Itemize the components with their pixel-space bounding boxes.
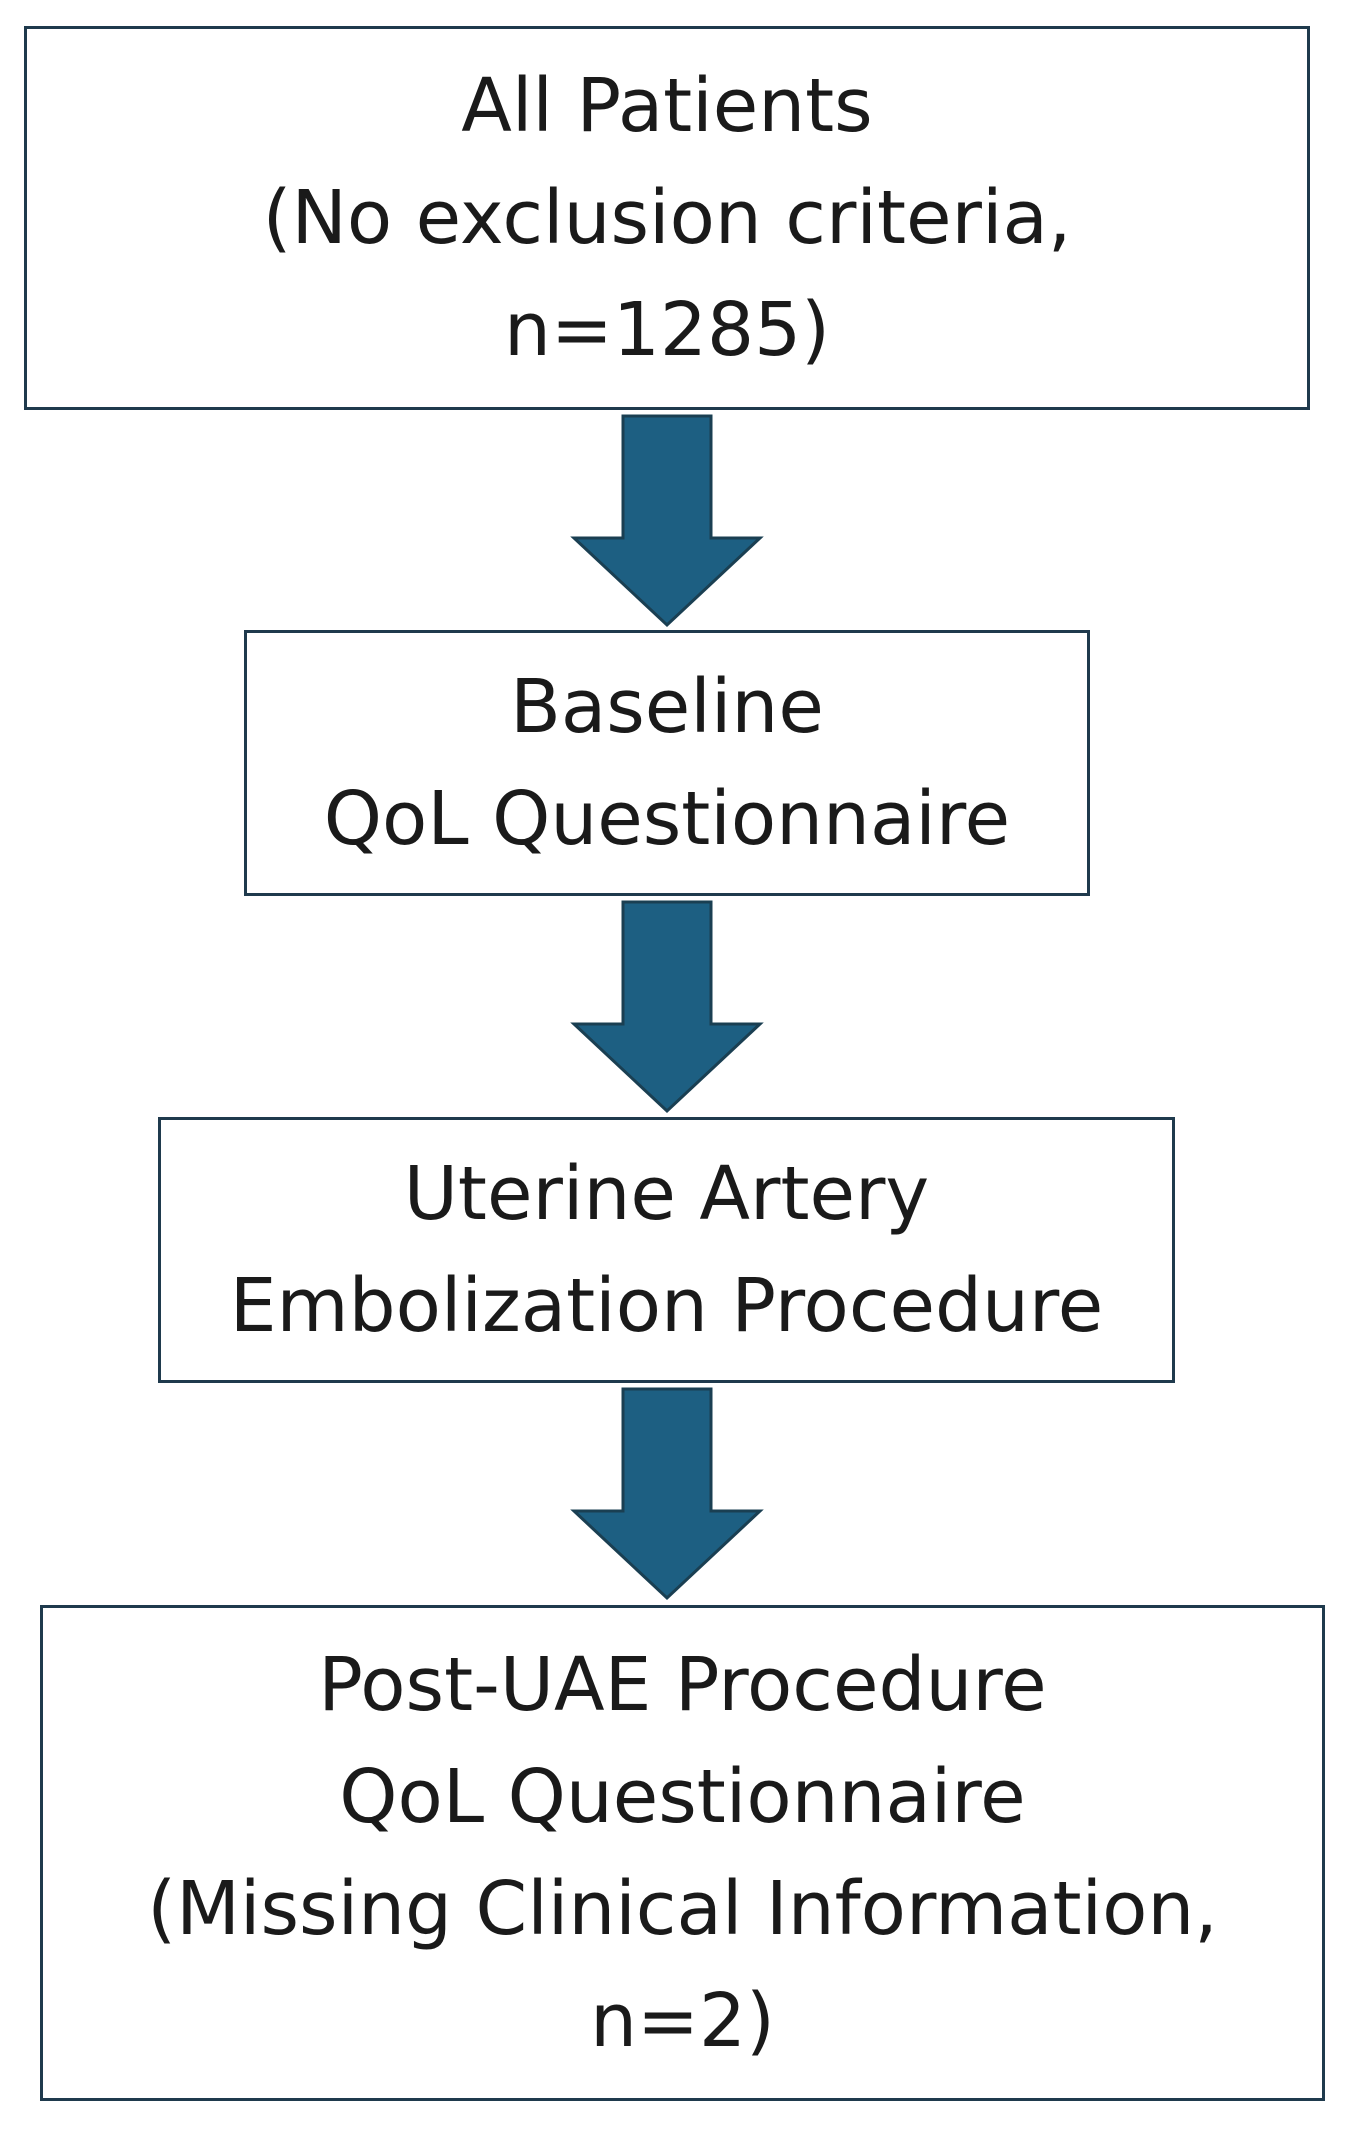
box-post-uae-questionnaire: Post-UAE Procedure QoL Questionnaire (Mi… (40, 1605, 1325, 2101)
box-uae-procedure-text: Uterine Artery Embolization Procedure (230, 1138, 1103, 1362)
box-all-patients: All Patients (No exclusion criteria, n=1… (24, 26, 1310, 410)
box-line: Embolization Procedure (229, 1263, 1104, 1349)
box-line: QoL Questionnaire (339, 1754, 1026, 1840)
down-arrow-icon (570, 414, 764, 628)
box-uae-procedure: Uterine Artery Embolization Procedure (158, 1117, 1175, 1383)
box-all-patients-text: All Patients (No exclusion criteria, n=1… (263, 50, 1072, 386)
box-line: n=2) (590, 1978, 775, 2064)
box-line: Uterine Artery (403, 1151, 930, 1237)
box-line: Post-UAE Procedure (318, 1642, 1047, 1728)
down-arrow-icon (570, 1387, 764, 1601)
box-line: QoL Questionnaire (323, 776, 1011, 862)
box-baseline-questionnaire-text: Baseline QoL Questionnaire (324, 651, 1010, 875)
box-line: (No exclusion criteria, (262, 175, 1072, 261)
box-line: All Patients (461, 63, 873, 149)
box-line: n=1285) (503, 287, 831, 373)
box-post-uae-questionnaire-text: Post-UAE Procedure QoL Questionnaire (Mi… (147, 1629, 1218, 2077)
box-line: (Missing Clinical Information, (147, 1866, 1218, 1952)
box-line: Baseline (510, 664, 824, 750)
box-baseline-questionnaire: Baseline QoL Questionnaire (244, 630, 1090, 896)
down-arrow-icon (570, 900, 764, 1114)
